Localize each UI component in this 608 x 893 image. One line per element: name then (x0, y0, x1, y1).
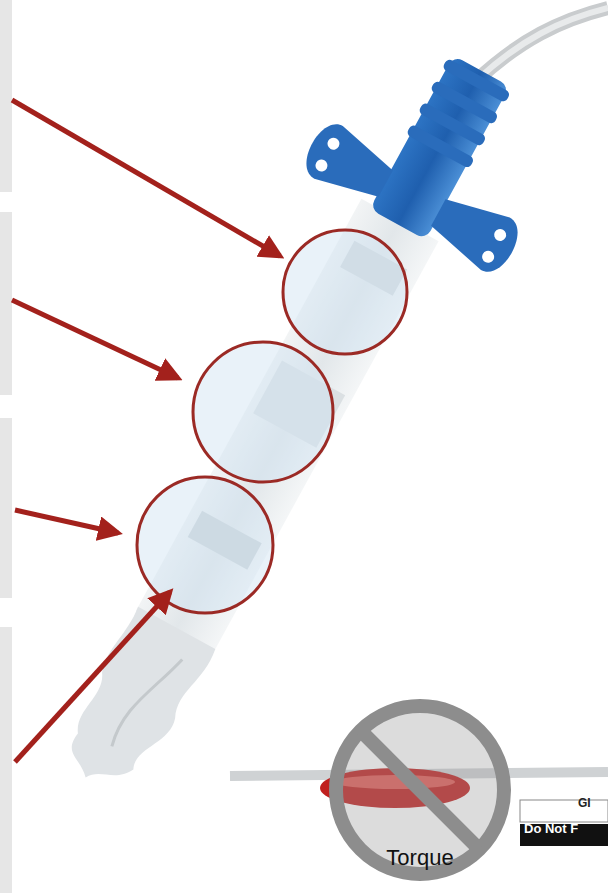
torque-warning (230, 706, 608, 874)
side-panel (0, 0, 12, 192)
sheath (0, 16, 581, 836)
highlight-circle (137, 477, 273, 613)
leader-arrows (12, 100, 280, 762)
tip-fold (109, 648, 182, 755)
side-panels (0, 0, 12, 893)
hub-wing (424, 186, 526, 279)
side-panel (0, 418, 12, 598)
highlight-circle (193, 342, 333, 482)
leader-arrow (15, 510, 118, 533)
wing-hole (492, 227, 508, 243)
side-panel (0, 627, 12, 893)
highlight-circles (137, 230, 407, 613)
cable-highlight (477, 8, 608, 80)
side-panel (0, 212, 12, 395)
wing-hole (480, 249, 496, 265)
cable (477, 8, 608, 80)
wing-hole (313, 157, 329, 173)
highlight-circle (283, 230, 407, 354)
wing-hole (325, 136, 341, 152)
warning-label: Torque (386, 845, 453, 871)
tag (520, 800, 608, 822)
hub-wing (298, 117, 400, 210)
prohibition-circle (336, 706, 504, 874)
leader-arrow (12, 100, 280, 256)
tag-text: GI (578, 796, 591, 810)
leader-arrow (15, 592, 170, 762)
hub-rib (406, 124, 475, 169)
sheath-tube (136, 199, 439, 654)
prohibition-slash (361, 731, 479, 849)
tag-text: Do Not F (524, 821, 578, 836)
leader-arrow (12, 300, 178, 378)
